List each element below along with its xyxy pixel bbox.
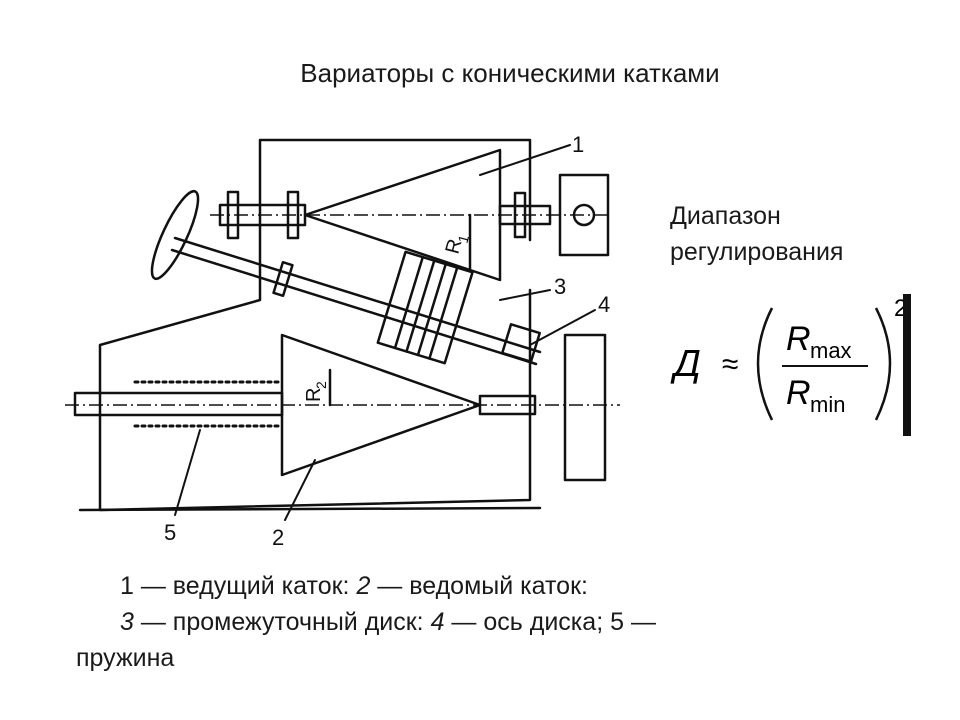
range-label: Диапазон регулирования [670, 198, 843, 270]
caption-line-3: пружина [76, 644, 175, 672]
formula-right-paren [874, 307, 892, 421]
intermediate-disk [376, 250, 474, 365]
r2-label-base: R [303, 388, 325, 402]
range-formula: Д ≈ R max R min 2 [670, 294, 911, 436]
part-label-2: 2 [272, 525, 284, 550]
part-label-4: 4 [598, 292, 610, 317]
legend-caption: 1 — ведущий каток: 2 — ведомый каток: 3 … [76, 568, 896, 676]
caption-n2: 2 [356, 572, 371, 600]
disk-axis [170, 236, 542, 366]
housing-base-line [78, 506, 542, 512]
housing-frame [98, 138, 532, 512]
formula-denominator-base: R [786, 374, 811, 412]
slide-title: Вариаторы с коническими катками [300, 58, 720, 88]
caption-line-1: 1 — ведущий каток: 2 — ведомый каток: [76, 568, 896, 604]
caption-n4: 4 [430, 608, 445, 636]
caption-t4: — ось диска; [444, 608, 611, 636]
spring [133, 380, 282, 428]
formula-vertical-bar [903, 294, 911, 436]
range-label-line-1: Диапазон [670, 202, 781, 230]
caption-line-2: 3 — промежуточный диск: 4 — ось диска; 5… [76, 604, 896, 640]
handwheel [150, 189, 200, 281]
part-label-1: 1 [572, 132, 584, 157]
part-label-5: 5 [164, 520, 176, 545]
formula-denominator-sub: min [810, 392, 845, 417]
r1-label-sub: 1 [455, 233, 473, 245]
caption-n1: 1 [120, 572, 134, 600]
formula-lhs: Д [670, 343, 701, 385]
caption-t2: — ведомый каток: [370, 572, 588, 600]
variator-drawing: 1 2 3 4 5 R 1 R 2 [65, 132, 620, 550]
formula-numerator-base: R [786, 320, 811, 358]
caption-t1: — ведущий каток: [133, 572, 357, 600]
leader-lines [174, 144, 596, 521]
r1-label-base: R [442, 237, 467, 257]
range-label-line-2: регулирования [670, 238, 844, 266]
part-label-3: 3 [554, 274, 566, 299]
r2-label-sub: 2 [313, 381, 329, 389]
caption-n3: 3 [120, 608, 134, 636]
caption-t3: — промежуточный диск: [133, 608, 431, 636]
caption-t5: — [624, 608, 656, 636]
caption-n5: 5 [610, 608, 624, 636]
formula-numerator-sub: max [810, 338, 852, 363]
formula-approx: ≈ [722, 348, 738, 381]
formula-left-paren [756, 307, 774, 421]
